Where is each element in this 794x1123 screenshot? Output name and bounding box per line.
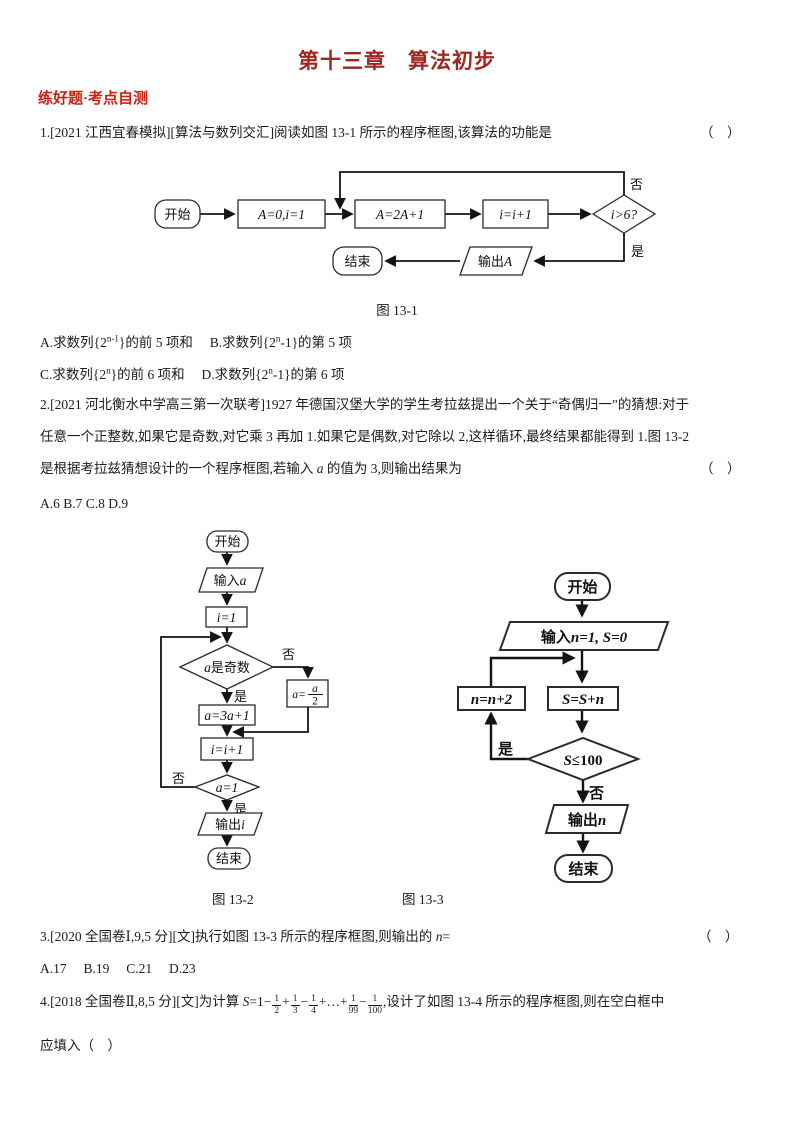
question-2-line3: 是根据考拉兹猜想设计的一个程序框图,若输入 a 的值为 3,则输出结果为: [40, 461, 462, 476]
decision-node: [178, 644, 275, 690]
process-node: [354, 199, 446, 229]
decision-label: a是奇数: [204, 660, 250, 675]
yes-branch-arrow: [533, 233, 625, 267]
yes-label: 是: [631, 244, 644, 259]
q1-options-ab: A.求数列{2n-1}的前 5 项和 B.求数列{2n-1}的第 5 项: [40, 333, 353, 350]
question-1-answer-bracket: （ ）: [700, 125, 741, 140]
output-label: 输出i: [215, 817, 245, 832]
flowchart-fig-13-1: 开始 A=0,i=1 A=2A+1 i=i+1 i>6? 否 是 输出A 结束: [154, 171, 657, 276]
decision-node: [591, 194, 657, 234]
process-label: a=3a+1: [204, 708, 249, 723]
no-label: 否: [588, 785, 604, 802]
end-label: 结束: [344, 254, 370, 269]
fraction-denominator: 2: [312, 696, 318, 708]
process-node: [482, 199, 549, 229]
q2-options: A.6 B.7 C.8 D.9: [40, 496, 129, 511]
question-2-answer-bracket: （ ）: [700, 461, 741, 476]
process-node: [457, 686, 526, 711]
chapter-title: 第十三章 算法初步: [298, 49, 496, 73]
figure-caption-13-1: 图 13-1: [376, 303, 418, 318]
process-label: A=0,i=1: [257, 207, 305, 222]
output-node: [544, 804, 630, 834]
end-label: 结束: [568, 860, 599, 878]
no-label: 否: [630, 177, 643, 192]
decision-node: [193, 774, 261, 801]
fraction-numerator: a: [312, 683, 318, 695]
yes-branch-arrow: [484, 711, 528, 761]
flowchart-fig-13-2: 开始 输入a i=1 a是奇数 否 是 a= a 2 a=3a+1 i=i+1 …: [160, 530, 329, 870]
merge-arrow: [232, 707, 309, 738]
process-node: [198, 704, 256, 726]
start-node: [206, 530, 249, 553]
question-1-text: 1.[2021 江西宜春模拟][算法与数列交汇]阅读如图 13-1 所示的程序框…: [40, 125, 552, 140]
process-label: n=n+2: [471, 692, 513, 708]
input-node: [498, 621, 670, 651]
process-node: [547, 686, 619, 711]
process-label: a=: [292, 689, 306, 701]
output-label: 输出n: [568, 811, 606, 829]
question-3-text: 3.[2020 全国卷Ⅰ,9,5 分][文]执行如图 13-3 所示的程序框图,…: [40, 929, 451, 944]
yes-label: 是: [234, 689, 247, 704]
question-3-answer-bracket: （ ）: [698, 929, 739, 944]
output-node: [459, 246, 533, 276]
start-node: [554, 572, 611, 601]
decision-label: a=1: [216, 780, 239, 795]
process-label: i=1: [217, 610, 237, 625]
flowchart-fig-13-3: 开始 输入n=1, S=0 n=n+2 S=S+n S≤100 是 否 输出n …: [457, 572, 670, 883]
decision-label: S≤100: [563, 753, 602, 769]
input-label: 输入n=1, S=0: [541, 628, 628, 646]
no-label: 否: [172, 771, 185, 786]
loop-back-arrow: [334, 171, 625, 210]
process-label: i=i+1: [211, 742, 243, 757]
process-label: A=2A+1: [375, 207, 424, 222]
process-label: S=S+n: [562, 692, 604, 708]
section-header: 练好题·考点自测: [38, 91, 149, 107]
figure-caption-13-3: 图 13-3: [402, 892, 444, 907]
end-node: [207, 847, 251, 870]
process-node: [286, 679, 329, 708]
end-node: [332, 246, 383, 276]
q3-options: A.17 B.19 C.21 D.23: [40, 961, 196, 976]
start-label: 开始: [214, 534, 240, 549]
no-label: 否: [282, 647, 295, 662]
loop-back-arrow: [489, 651, 576, 687]
yes-label: 是: [497, 741, 514, 758]
figure-caption-13-2: 图 13-2: [212, 892, 254, 907]
start-label: 开始: [164, 207, 190, 222]
process-node: [200, 737, 254, 761]
q1-options-cd: C.求数列{2n}的前 6 项和 D.求数列{2n-1}的第 6 项: [40, 365, 345, 382]
decision-node: [525, 736, 641, 782]
no-branch-arrow: [273, 666, 314, 679]
question-4-line2: 应填入（ ）: [40, 1038, 121, 1053]
question-2-line1: 2.[2021 河北衡水中学高三第一次联考]1927 年德国汉堡大学的学生考拉兹…: [40, 397, 690, 412]
end-node: [554, 854, 613, 883]
output-label: 输出A: [478, 254, 513, 269]
decision-label: i>6?: [611, 207, 638, 222]
process-label: i=i+1: [499, 207, 531, 222]
end-label: 结束: [216, 851, 242, 866]
loop-back-arrow: [160, 631, 222, 788]
output-node: [197, 812, 263, 836]
start-label: 开始: [567, 578, 597, 596]
question-2-line2: 任意一个正整数,如果它是奇数,对它乘 3 再加 1.如果它是偶数,对它除以 2,…: [40, 429, 690, 444]
process-node: [205, 606, 248, 628]
start-node: [154, 199, 201, 229]
process-node: [237, 199, 326, 229]
input-label: 输入a: [214, 573, 247, 588]
input-node: [198, 567, 264, 593]
